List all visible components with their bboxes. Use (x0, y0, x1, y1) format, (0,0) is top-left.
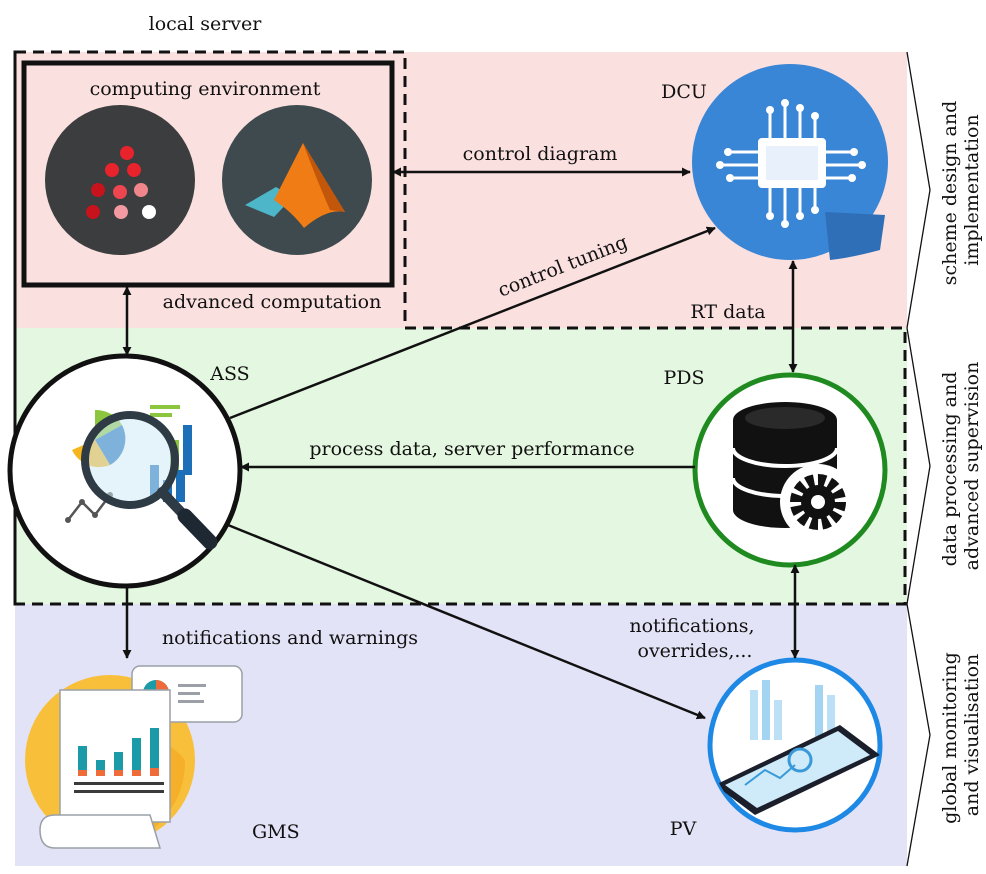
notifications-line1: notifications, (629, 615, 754, 637)
section-label-top: scheme design and implementation (939, 95, 983, 286)
section-top-line1: scheme design and (939, 101, 961, 286)
phone-dashboard-icon (707, 657, 883, 833)
rt-data-label: RT data (690, 301, 765, 323)
database-gear-icon (692, 372, 888, 568)
ass-label: ASS (209, 363, 249, 385)
pv-label: PV (670, 818, 697, 840)
matlab-icon (222, 105, 372, 255)
data-dots-icon (45, 105, 195, 255)
control-diagram-label: control diagram (463, 143, 618, 165)
report-scroll-icon (25, 665, 243, 849)
section-top-line2: implementation (961, 114, 983, 265)
section-mid-line2: advanced supervision (961, 362, 983, 571)
notifications-warnings-label: notifications and warnings (162, 627, 418, 649)
section-bot-line2: and visualisation (961, 654, 983, 817)
section-mid-line1: data processing and (939, 372, 961, 567)
section-label-mid: data processing and advanced supervision (939, 362, 983, 571)
chip-icon (692, 64, 888, 260)
process-data-label: process data, server performance (309, 438, 634, 460)
magnifier-chart-icon (7, 353, 243, 589)
section-bot-line1: global monitoring (939, 652, 961, 824)
arrow-ass-pv (227, 523, 706, 720)
section-label-bot: global monitoring and visualisation (939, 646, 983, 824)
notifications-line2: overrides,... (638, 640, 753, 662)
local-server-label: local server (149, 13, 263, 35)
gms-label: GMS (252, 821, 300, 843)
advanced-computation-label: advanced computation (163, 291, 382, 313)
pds-label: PDS (663, 367, 704, 389)
computing-environment-box (21, 60, 395, 288)
side-brackets (906, 51, 931, 867)
notifications-overrides-label: notifications, overrides,... (629, 615, 760, 662)
dcu-label: DCU (661, 81, 707, 103)
computing-environment-label: computing environment (90, 78, 321, 100)
arrow-control-tuning (229, 226, 716, 420)
